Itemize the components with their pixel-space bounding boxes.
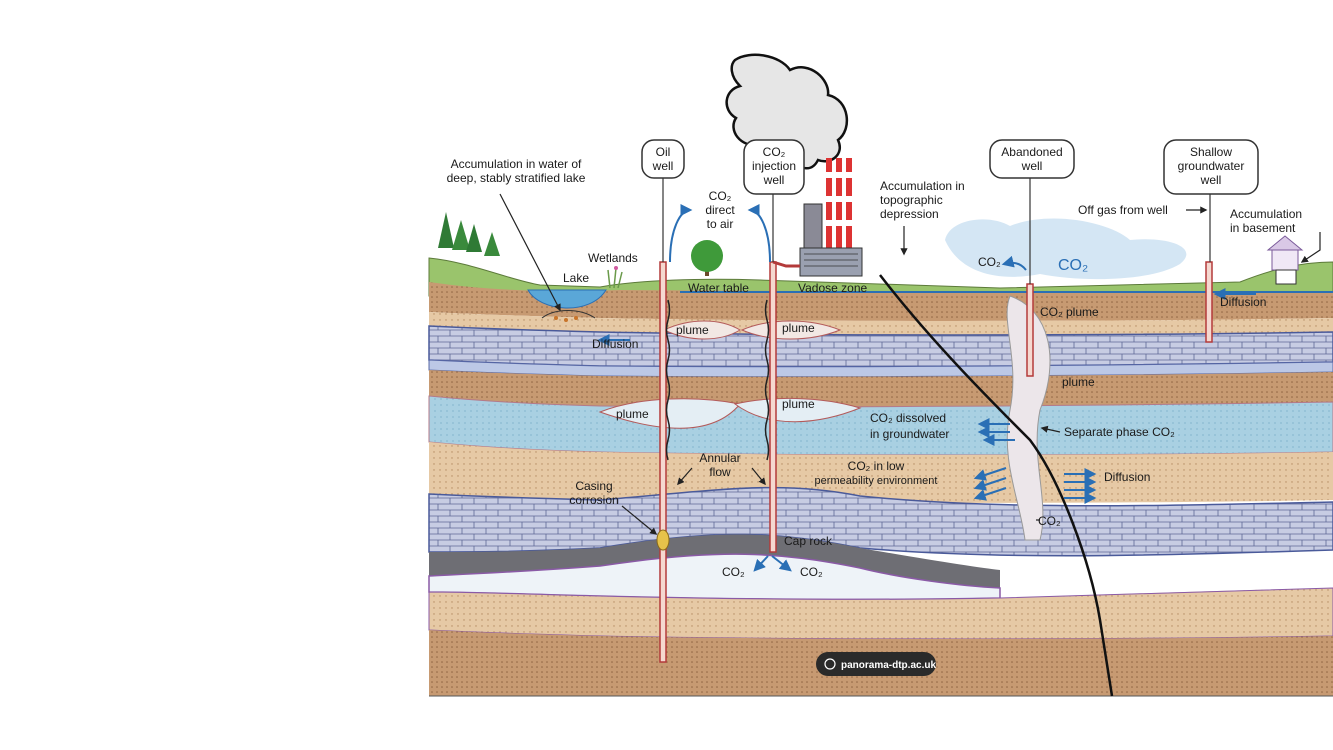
lake-sediment-icon: [541, 310, 596, 322]
upper-tan-layer: [429, 312, 1333, 335]
label-shallow-well-line1: Shallow: [1190, 145, 1232, 159]
globe-icon: [824, 658, 836, 670]
watermark-badge[interactable]: panorama-dtp.ac.uk: [816, 652, 936, 676]
label-vadose-zone: Vadose zone: [798, 281, 867, 295]
label-diffusion-right: Diffusion: [1220, 295, 1266, 309]
label-shallow-well-line2: groundwater: [1178, 159, 1245, 173]
shallow-well-pipe: [1205, 261, 1213, 343]
label-co2-bottom-right: CO₂: [800, 565, 823, 579]
annular-flow-oil: [665, 299, 671, 461]
fault-line: [879, 274, 1114, 697]
label-plume-5: plume: [782, 397, 815, 411]
labels: Accumulation in water of deep, stably st…: [447, 145, 1302, 579]
injection-well-pipe: [769, 261, 777, 553]
label-diffusion-left: Diffusion: [592, 337, 638, 351]
label-basement-line1: Accumulation: [1230, 207, 1302, 221]
label-co2-cloud: CO₂: [1058, 257, 1088, 274]
soil-layer: [429, 282, 1333, 321]
flow-arrows: [499, 193, 1321, 572]
label-topographic-line1: Accumulation in: [880, 179, 965, 193]
label-oil-well-line2: well: [652, 159, 674, 173]
label-dissolved-line1: CO₂ dissolved: [870, 411, 946, 425]
label-casing-line1: Casing: [575, 479, 612, 493]
fault-plume: [1006, 295, 1051, 541]
label-direct-air-line1: CO₂: [709, 189, 732, 203]
label-plume-4: plume: [616, 407, 649, 421]
label-cap-rock: Cap rock: [784, 534, 833, 548]
label-separate-phase: Separate phase CO₂: [1064, 425, 1175, 439]
tree-icon: [691, 240, 723, 276]
thin-blue-layer: [428, 359, 1333, 378]
label-plume-2: plume: [782, 321, 815, 335]
label-annular-line2: flow: [709, 465, 731, 479]
watermark-text: panorama-dtp.ac.uk: [841, 660, 936, 671]
label-shallow-well-line3: well: [1200, 173, 1222, 187]
label-casing-line2: corrosion: [569, 493, 618, 507]
label-injection-well-line1: CO₂: [763, 145, 786, 159]
brown-layer: [429, 370, 1333, 407]
label-lake: Lake: [563, 271, 589, 285]
label-abandoned-well-line1: Abandoned: [1001, 145, 1062, 159]
label-low-perm-line1: CO₂ in low: [848, 459, 905, 473]
label-off-gas: Off gas from well: [1078, 203, 1168, 217]
shallow-well-bubble: [1163, 139, 1259, 195]
house-icon: [1266, 235, 1304, 285]
label-plume-1: plume: [676, 323, 709, 337]
label-wetlands: Wetlands: [588, 251, 638, 265]
plume-shallow-left: [662, 320, 741, 340]
sand-layer: [429, 442, 1333, 503]
label-diffusion-mid: Diffusion: [1104, 470, 1150, 484]
label-accumulation-lake-line2: deep, stably stratified lake: [447, 171, 586, 185]
label-co2-fault: CO₂: [1038, 514, 1061, 528]
abandoned-well-bubble: [989, 139, 1075, 179]
wetlands-reeds-icon: [607, 266, 623, 289]
power-plant-icon: [799, 158, 863, 277]
label-co2-plume: CO₂ plume: [1040, 305, 1099, 319]
injection-feed-pipe: [772, 260, 800, 268]
injection-well-bubble: [743, 139, 805, 195]
label-injection-well-line3: well: [763, 173, 785, 187]
oil-well-pipe: [659, 261, 667, 663]
label-topographic-line3: depression: [880, 207, 939, 221]
label-injection-well-line2: injection: [752, 159, 796, 173]
label-co2-surface-left: CO₂: [978, 255, 1001, 269]
callout-bubbles: [641, 139, 1259, 284]
label-dissolved-line2: in groundwater: [870, 427, 949, 441]
label-direct-air-line3: to air: [707, 217, 734, 231]
lake: [527, 289, 607, 309]
label-abandoned-well-line2: well: [1021, 159, 1043, 173]
label-plume-3: plume: [1062, 375, 1095, 389]
label-low-perm-line2: permeability environment: [815, 475, 938, 487]
geology-cross-section: [428, 257, 1333, 697]
label-basement-line2: in basement: [1230, 221, 1296, 235]
forest-icon: [438, 212, 500, 256]
label-topographic-line2: topographic: [880, 193, 943, 207]
label-water-table: Water table: [688, 281, 749, 295]
label-accumulation-lake-line1: Accumulation in water of: [451, 157, 582, 171]
label-oil-well-line1: Oil: [656, 145, 671, 159]
casing-corrosion-mark: [656, 529, 670, 551]
lower-sand-layer: [428, 587, 1333, 640]
label-co2-bottom-left: CO₂: [722, 565, 745, 579]
cap-rock-layer: [429, 534, 1000, 588]
annular-flow-injection: [764, 299, 770, 461]
abandoned-well-pipe: [1026, 283, 1034, 377]
label-annular-line1: Annular: [699, 451, 740, 465]
label-direct-air-line2: direct: [705, 203, 735, 217]
